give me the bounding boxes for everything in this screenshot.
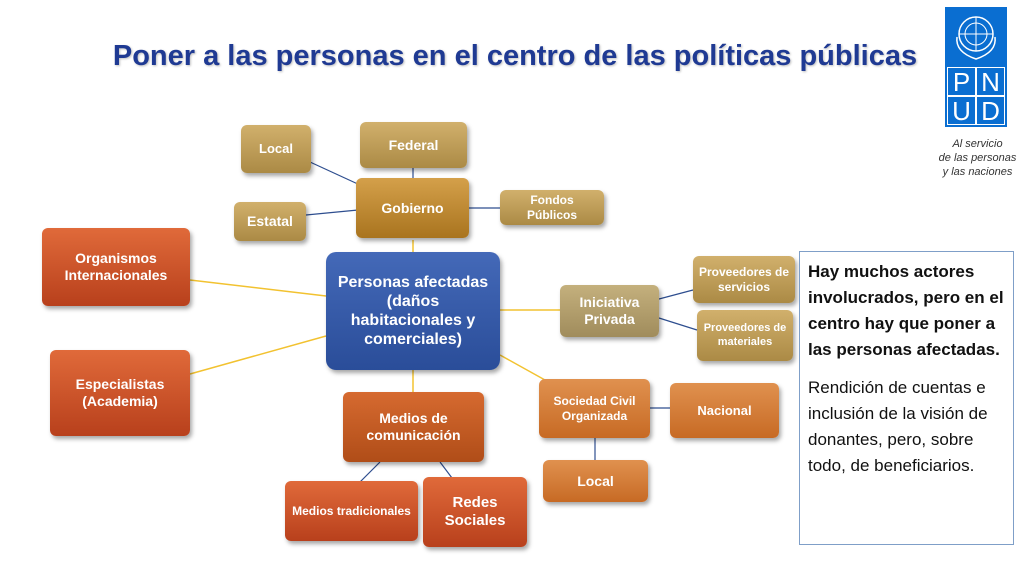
node-proveedores-materiales: Proveedores de materiales <box>697 310 793 361</box>
logo-letter-u: U <box>947 96 976 125</box>
pnud-logo: P N U D <box>945 7 1007 127</box>
line-center-sociedad <box>499 354 546 381</box>
line-gobierno-estatal <box>305 209 359 216</box>
line-iniciativa-materiales <box>658 317 698 331</box>
tagline-line-3: y las naciones <box>942 166 1013 178</box>
node-redes-sociales: Redes Sociales <box>423 477 527 547</box>
node-personas-afectadas: Personas afectadas (daños habitacionales… <box>326 252 500 370</box>
node-estatal: Estatal <box>234 202 306 241</box>
node-iniciativa-privada: Iniciativa Privada <box>560 285 659 337</box>
node-especialistas: Especialistas (Academia) <box>50 350 190 436</box>
logo-letter-d: D <box>976 96 1005 125</box>
node-organismos-internacionales: Organismos Internacionales <box>42 228 190 306</box>
line-center-especialistas <box>189 335 327 375</box>
info-textbox: Hay muchos actores involucrados, pero en… <box>799 251 1014 545</box>
node-gobierno-local: Local <box>241 125 311 173</box>
logo-letter-n: N <box>976 67 1005 96</box>
node-gobierno: Gobierno <box>356 178 469 238</box>
page-title: Poner a las personas en el centro de las… <box>112 40 918 72</box>
node-sociedad-local: Local <box>543 460 648 502</box>
logo-tagline: Al servicio de las personas y las nacion… <box>930 137 1024 179</box>
node-nacional: Nacional <box>670 383 779 438</box>
tagline-line-1: Al servicio <box>952 138 1003 150</box>
line-gobierno-local <box>309 161 361 186</box>
node-proveedores-servicios: Proveedores de servicios <box>693 256 795 303</box>
info-paragraph-2: Rendición de cuentas e inclusión de la v… <box>808 378 988 475</box>
line-center-organismos <box>189 279 327 297</box>
node-sociedad-civil: Sociedad Civil Organizada <box>539 379 650 438</box>
info-paragraph-1: Hay muchos actores involucrados, pero en… <box>808 262 1004 359</box>
node-medios-tradicionales: Medios tradicionales <box>285 481 418 541</box>
line-iniciativa-servicios <box>658 289 694 300</box>
tagline-line-2: de las personas <box>938 152 1017 164</box>
logo-letter-p: P <box>947 67 976 96</box>
un-emblem-icon <box>956 16 996 60</box>
line-medios-tradicionales <box>359 461 381 483</box>
node-fondos-publicos: Fondos Públicos <box>500 190 604 225</box>
node-federal: Federal <box>360 122 467 168</box>
node-medios-comunicacion: Medios de comunicación <box>343 392 484 462</box>
line-medios-redes <box>439 461 453 479</box>
